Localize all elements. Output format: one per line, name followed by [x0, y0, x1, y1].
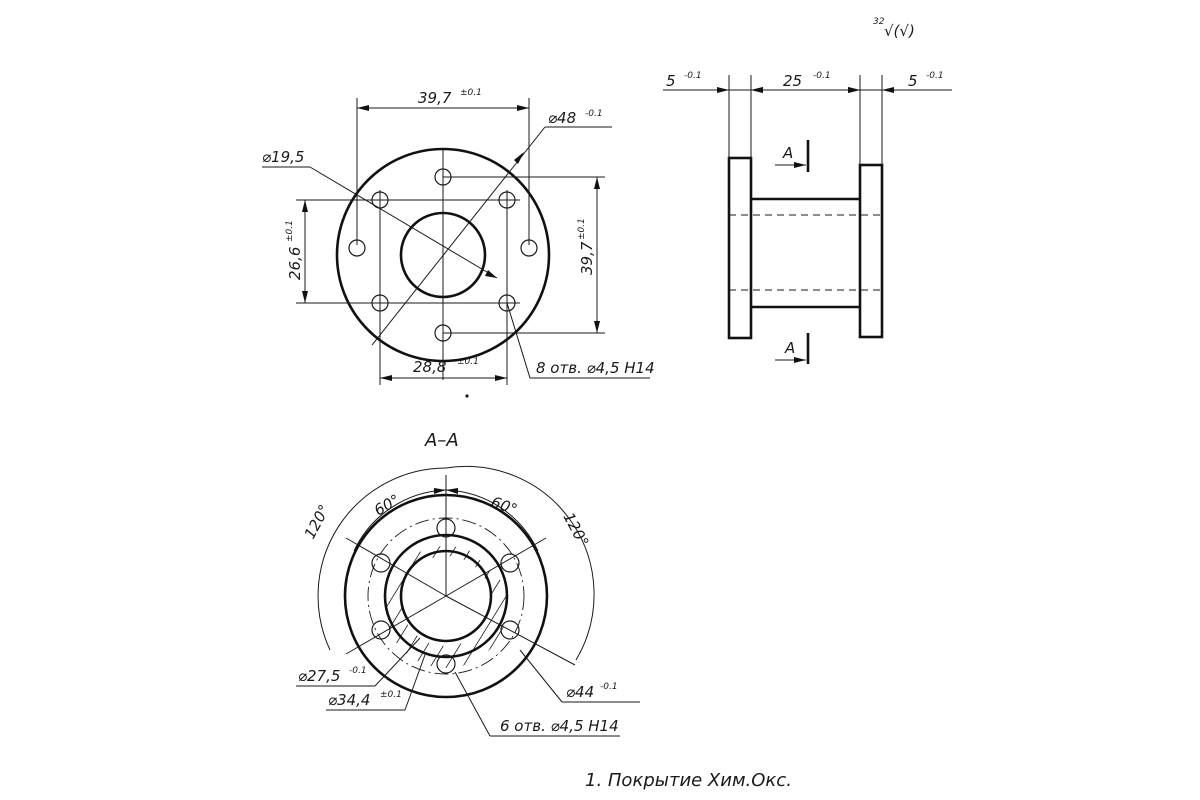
dim-left-tol: ±0.1 [285, 220, 295, 242]
leader-34 [404, 651, 427, 711]
section-mark-bottom: A [784, 339, 795, 357]
dim-left-value: 26,6 [286, 247, 304, 280]
section-hole [371, 620, 391, 640]
side-dim-mid-tol: -0.1 [813, 71, 831, 81]
leader-holes [454, 671, 491, 737]
dim-bottom-tol: ±0.1 [457, 357, 479, 367]
dim-top-value: 39,7 [418, 89, 452, 107]
radial-line [445, 595, 576, 666]
radial-line [445, 537, 547, 597]
arrow-head [517, 105, 529, 111]
dia-44-tol: -0.1 [600, 682, 618, 692]
angle-left-120: 120° [301, 502, 334, 542]
dia-27-tol: -0.1 [349, 666, 367, 676]
arrow-head [882, 87, 894, 93]
arc-120-left [317, 467, 447, 651]
dia-34-tol: ±0.1 [380, 690, 402, 700]
arrow-head [751, 87, 763, 93]
dia-34: ⌀34,4 [328, 691, 370, 709]
dim-top-tol: ±0.1 [460, 88, 482, 98]
note-1: 1. Покрытие Хим.Окс. [585, 770, 792, 791]
arrow-head [848, 87, 860, 93]
radial-line [345, 537, 447, 597]
arrow-head [446, 488, 458, 494]
section-hatch [385, 546, 508, 668]
dot-mark [465, 394, 469, 398]
side-dim-right: 5 [908, 72, 918, 90]
dim-outer-dia-tol: -0.1 [585, 109, 603, 119]
arrow-head [357, 105, 369, 111]
side-right-flange [858, 163, 884, 339]
front-view: 39,7 ±0.1 ⌀48 -0.1 ⌀19,5 26,6 ±0.1 39,7 … [262, 88, 655, 398]
roughness-check-symbol: √(√) [884, 22, 915, 40]
hatch-line [419, 579, 501, 668]
side-dim-mid: 25 [783, 72, 802, 90]
arrow-head [434, 488, 446, 494]
arc-60-right [445, 489, 539, 552]
section-hole [500, 553, 520, 573]
side-dim-left: 5 [666, 72, 676, 90]
arrow-head [594, 321, 600, 333]
hatch-line [385, 546, 411, 621]
dim-right-value: 39,7 [578, 241, 596, 275]
arrow-head [380, 375, 392, 381]
angle-left-60: 60° [371, 491, 403, 520]
leader-44 [519, 649, 563, 703]
angle-right-120: 120° [559, 509, 592, 549]
section-title: A–A [424, 430, 459, 451]
dim-bottom-value: 28,8 [413, 358, 446, 376]
dia-44: ⌀44 [566, 683, 594, 701]
side-view: 5 -0.1 25 -0.1 5 -0.1 A A [663, 71, 952, 364]
section-mark-top: A [782, 144, 793, 162]
section-bolt-holes [371, 518, 520, 674]
arrow-head [514, 152, 524, 164]
leader-inner-dia [309, 166, 498, 279]
arrow-head [485, 270, 497, 278]
arrow-head [794, 357, 806, 363]
arrow-head [302, 200, 308, 212]
side-left-flange [727, 156, 753, 340]
radial-line [345, 595, 447, 655]
leader-outer-dia [371, 126, 546, 346]
arc-120-right [445, 465, 595, 661]
dim-inner-dia: ⌀19,5 [262, 148, 304, 166]
leader-holes [506, 302, 531, 379]
front-holes-label: 8 отв. ⌀4,5 H14 [536, 359, 655, 377]
dim-outer-dia: ⌀48 [548, 109, 576, 127]
side-dim-right-tol: -0.1 [926, 71, 944, 81]
arrow-head [594, 177, 600, 189]
side-dim-left-tol: -0.1 [684, 71, 702, 81]
arrow-head [495, 375, 507, 381]
hatch-line [429, 589, 508, 668]
arrow-head [794, 162, 806, 168]
arrow-head [717, 87, 729, 93]
dia-27: ⌀27,5 [298, 667, 340, 685]
section-holes-label: 6 отв. ⌀4,5 H14 [500, 717, 619, 735]
arrow-head [302, 291, 308, 303]
leader-27 [374, 637, 421, 687]
dim-right-tol: ±0.1 [577, 218, 587, 240]
section-hole [436, 654, 456, 674]
angle-right-60: 60° [489, 493, 520, 519]
roughness-symbol: 32 √(√) [873, 17, 915, 40]
hatch-line [439, 599, 508, 668]
section-hole [500, 620, 520, 640]
arc-60-left [353, 489, 447, 552]
section-view: A–A [296, 430, 640, 737]
hatch-line [385, 546, 441, 651]
section-hole [371, 553, 391, 573]
roughness-value: 32 [873, 17, 885, 27]
